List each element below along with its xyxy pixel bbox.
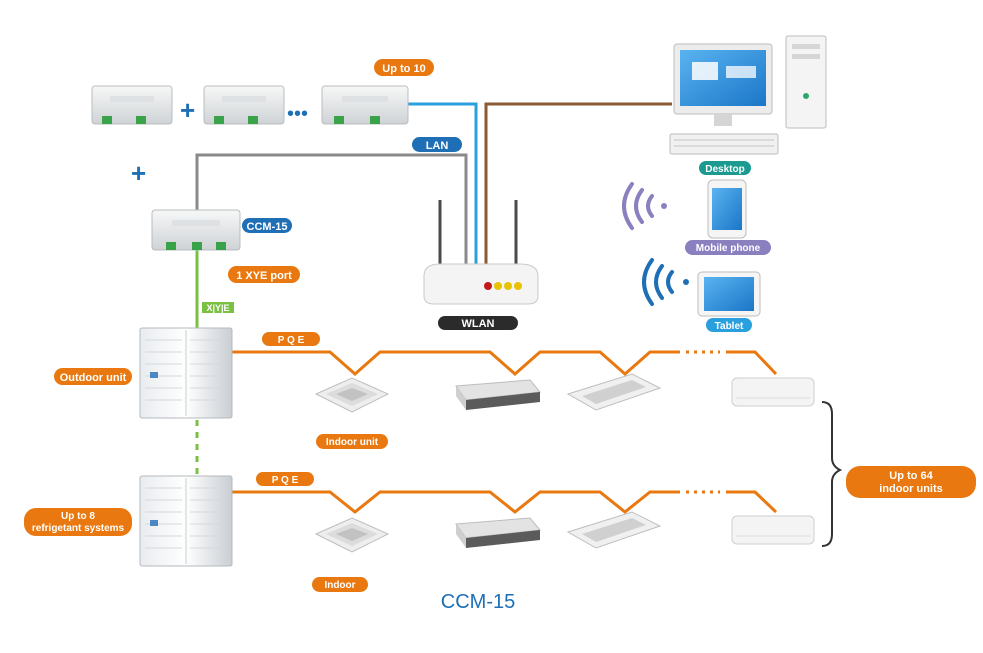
label-ccm15: CCM-15: [242, 218, 292, 233]
pqe-bus-top-end: [726, 350, 778, 376]
svg-text:WLAN: WLAN: [462, 318, 495, 330]
controller-icon: [321, 85, 409, 125]
indoor-bracket: [821, 401, 843, 547]
label-indoor-unit: Indoor unit: [316, 434, 388, 449]
svg-text:Mobile phone: Mobile phone: [696, 243, 761, 254]
pqe-bus-bottom: [232, 490, 680, 514]
svg-text:X|Y|E: X|Y|E: [206, 303, 229, 313]
svg-text:Up to 10: Up to 10: [382, 63, 425, 75]
pqe-bus-bottom-end: [726, 490, 778, 514]
wifi-waves-icon: [642, 258, 689, 306]
plus-sign: +: [131, 158, 146, 188]
cassette-unit-icon: [314, 517, 390, 553]
wifi-waves-icon: [622, 182, 667, 230]
svg-text:Up to 64: Up to 64: [889, 470, 933, 482]
svg-text:refrigetant systems: refrigetant systems: [32, 523, 125, 534]
lan-cable-top: [408, 102, 478, 264]
label-xye-tag: X|Y|E: [202, 302, 234, 313]
label-indoor: Indoor: [312, 577, 368, 592]
router-icon: [423, 200, 539, 305]
label-up-to-8: Up to 8 refrigetant systems: [24, 508, 132, 536]
label-wlan: WLAN: [438, 316, 518, 330]
ccm15-controller: [151, 209, 241, 251]
label-up-to-64: Up to 64 indoor units: [846, 466, 976, 498]
controller-icon: [203, 85, 285, 125]
svg-text:LAN: LAN: [426, 140, 449, 152]
ellipsis-dots: •••: [287, 103, 308, 125]
network-lines: [195, 102, 843, 547]
label-desktop: Desktop: [699, 161, 751, 175]
svg-text:Up to 8: Up to 8: [61, 511, 95, 522]
label-up-to-10: Up to 10: [374, 59, 434, 76]
label-lan: LAN: [412, 137, 462, 152]
svg-text:Indoor unit: Indoor unit: [326, 437, 379, 448]
plus-sign: +: [180, 95, 195, 125]
svg-text:1 XYE port: 1 XYE port: [236, 270, 292, 282]
svg-text:CCM-15: CCM-15: [247, 221, 288, 233]
outdoor-unit-icon: [139, 475, 233, 567]
ceiling-unit-icon: [566, 373, 662, 411]
outdoor-unit-icon: [139, 327, 233, 419]
svg-text:Tablet: Tablet: [715, 321, 744, 332]
duct-unit-icon: [455, 379, 541, 410]
ccm15-cable: [195, 153, 468, 264]
desktop-computer-icon: [669, 35, 827, 155]
svg-text:Indoor: Indoor: [324, 580, 355, 591]
controller-row: + ••• +: [91, 85, 409, 188]
ceiling-unit-icon: [566, 511, 662, 549]
cassette-unit-icon: [314, 377, 390, 413]
controller-icon: [91, 85, 173, 125]
svg-text:Outdoor unit: Outdoor unit: [60, 372, 127, 384]
tablet-icon: [697, 271, 761, 317]
mobile-phone-icon: [707, 179, 747, 239]
pqe-bus-top: [232, 350, 680, 376]
label-mobile-phone: Mobile phone: [685, 240, 771, 255]
svg-text:Desktop: Desktop: [705, 164, 744, 175]
wall-unit-icon: [731, 515, 815, 545]
svg-text:indoor units: indoor units: [879, 483, 943, 495]
desktop-cable: [484, 102, 672, 264]
diagram-caption: CCM-15: [441, 591, 515, 613]
label-pqe-top: P Q E: [262, 332, 320, 346]
wall-unit-icon: [731, 377, 815, 407]
label-tablet: Tablet: [706, 318, 752, 332]
svg-text:P Q E: P Q E: [272, 475, 299, 486]
label-pqe-bottom: P Q E: [256, 472, 314, 486]
duct-unit-icon: [455, 517, 541, 548]
label-xye-port: 1 XYE port: [228, 266, 300, 283]
label-outdoor-unit: Outdoor unit: [54, 368, 132, 385]
svg-text:P Q E: P Q E: [278, 335, 305, 346]
